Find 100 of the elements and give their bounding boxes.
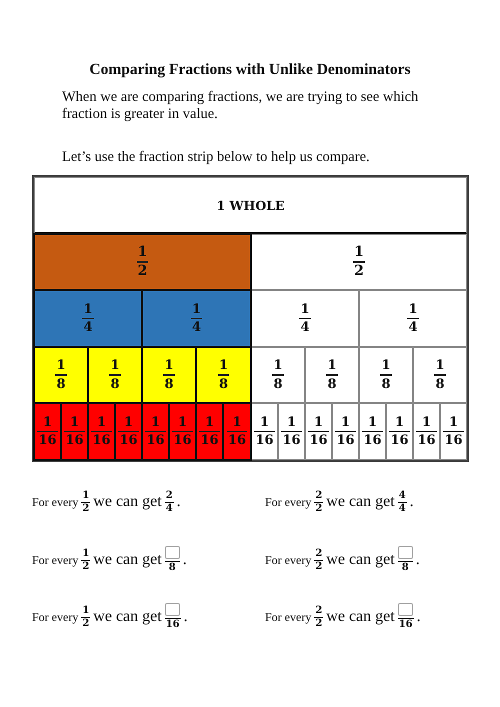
fraction-denominator: 8	[163, 376, 175, 393]
instruction-text: Let’s use the fraction strip below to help us compare.	[62, 149, 371, 166]
eighth-strip	[305, 347, 359, 403]
fraction-numerator: 1	[82, 300, 94, 318]
fraction-numerator: 1	[204, 414, 216, 431]
fraction-numerator: 1	[122, 414, 134, 431]
fraction-denominator: 16	[172, 432, 193, 450]
eighth-strip	[33, 346, 89, 404]
sixteenth-strip	[332, 403, 359, 460]
sixteenth-strip	[222, 402, 252, 461]
quarter-strip	[33, 289, 143, 348]
sixteenth-strip	[87, 402, 116, 461]
fraction-denominator: 2	[81, 502, 90, 514]
fraction-numerator: 1	[42, 414, 54, 431]
sixteenth-strip	[168, 402, 197, 461]
fraction-numerator: 1	[407, 300, 419, 318]
sixteenth-strip	[386, 403, 413, 460]
fraction-denominator: 16	[91, 432, 112, 450]
fraction-numerator: 1	[286, 414, 298, 431]
sentence-text: For every	[32, 610, 78, 624]
sixteenth-strip	[33, 402, 62, 461]
sixteenth-strip	[114, 402, 143, 461]
fraction-numerator: 1	[163, 357, 175, 374]
sentence-text: For every	[32, 552, 78, 568]
fraction-numerator: 1	[258, 414, 270, 431]
fraction-denominator: 8	[109, 376, 121, 393]
fraction-denominator: 16	[443, 432, 464, 450]
sixteenth-strip	[251, 403, 278, 460]
fraction-denominator: 16	[362, 432, 383, 450]
fraction-denominator: 2	[81, 560, 90, 572]
fraction-numerator: 1	[272, 357, 284, 374]
fraction-numerator: 1	[353, 244, 365, 262]
eighth-strip	[195, 346, 252, 404]
fraction-numerator: 1	[81, 604, 90, 616]
sentence-text: For every	[32, 494, 78, 510]
sentence-text: .	[416, 551, 420, 569]
sixteenth-strip	[195, 402, 224, 461]
sixteenth-strip	[141, 402, 170, 461]
fraction-numerator: 1	[380, 357, 392, 374]
fraction-denominator: 8	[400, 562, 410, 574]
fraction-numerator: 2	[164, 490, 174, 502]
sentence-text: .	[416, 608, 421, 626]
quarter-strip	[141, 289, 252, 348]
sentence-text: For every	[265, 552, 312, 568]
quarter-strip	[359, 290, 467, 347]
fraction-numerator: 1	[312, 414, 324, 431]
fraction-numerator: 1	[394, 414, 406, 431]
sentence-text: we can get	[93, 608, 162, 626]
worksheet-title: Comparing Fractions with Unlike Denominators	[88, 61, 412, 79]
fraction-numerator: 1	[448, 414, 460, 431]
quarter-strip	[251, 290, 359, 347]
fraction-denominator: 16	[64, 432, 85, 450]
sixteenth-strip	[305, 403, 332, 460]
fraction-denominator: 2	[136, 262, 148, 280]
fraction-denominator: 16	[226, 432, 248, 450]
sentence-text: we can get	[326, 493, 395, 511]
eighth-strip	[251, 347, 305, 403]
sixteenth-strip	[413, 403, 440, 460]
half-strip	[33, 233, 252, 291]
eighth-strip	[141, 346, 197, 404]
fraction-denominator: 16	[254, 432, 275, 450]
fraction-denominator: 8	[272, 376, 284, 393]
sentence-text: we can get	[93, 551, 162, 569]
fraction-denominator: 16	[37, 432, 58, 450]
fraction-denominator: 2	[81, 618, 90, 630]
sentence-text: we can get	[93, 493, 162, 511]
fraction-denominator: 8	[55, 376, 67, 393]
fraction-denominator: 4	[407, 319, 419, 336]
fraction-denominator: 2	[314, 618, 324, 630]
sixteenth-strip	[278, 403, 305, 460]
sixteenth-strip	[60, 402, 89, 461]
fraction-denominator: 4	[299, 319, 311, 336]
fraction-denominator: 2	[353, 262, 365, 280]
eighth-strip	[359, 347, 413, 403]
fraction-denominator: 16	[335, 432, 356, 450]
sixteenth-strip	[440, 403, 467, 460]
fraction-denominator: 16	[118, 432, 139, 450]
fraction-denominator: 2	[314, 502, 324, 514]
fraction-denominator: 16	[281, 432, 302, 450]
fraction-denominator: 8	[434, 376, 446, 393]
fraction-numerator: 1	[434, 357, 446, 374]
fraction-numerator: 1	[366, 414, 378, 431]
sentence-text: For every	[265, 494, 312, 510]
fraction-numerator: 1	[231, 414, 243, 431]
sentence-text: .	[176, 493, 181, 511]
fraction-numerator: 1	[190, 300, 202, 318]
fraction-denominator: 4	[164, 502, 174, 514]
fraction-numerator: 1	[218, 357, 230, 374]
fraction-numerator: 1	[340, 414, 352, 431]
sentence-text: .	[184, 608, 188, 626]
sentence-text: .	[410, 493, 414, 511]
eighth-strip	[87, 346, 143, 404]
fraction-numerator: 1	[150, 414, 162, 431]
sentence-text: we can get	[326, 608, 395, 626]
instruction-text: When we are comparing fractions, we are trying to see which fraction is greater in value.	[62, 89, 420, 123]
fraction-denominator: 16	[145, 432, 166, 450]
fraction-denominator: 8	[218, 376, 230, 393]
sixteenth-strip	[359, 403, 386, 460]
fraction-numerator: 2	[314, 490, 324, 502]
fraction-numerator: 1	[81, 490, 90, 502]
